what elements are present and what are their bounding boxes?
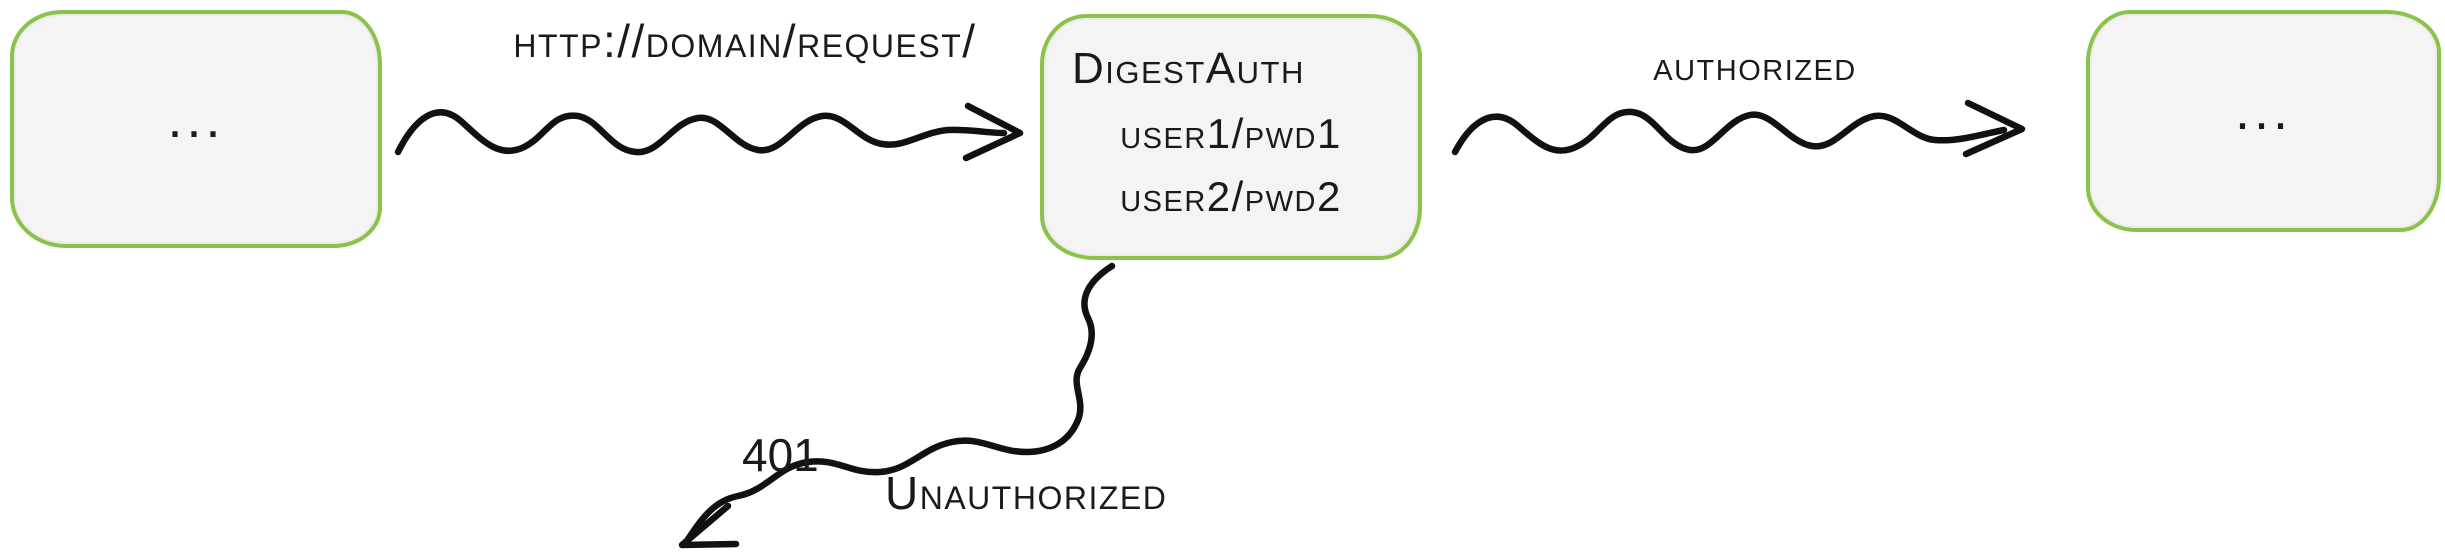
unauthorized-label: Unauthorized — [885, 467, 1168, 519]
auth-node-credential: user1/pwd1 — [1120, 110, 1342, 157]
right-node: ... — [2086, 10, 2441, 232]
arrowhead-icon — [962, 102, 1024, 162]
arrowhead-icon — [1962, 99, 2026, 158]
auth-node-title: DigestAuth — [1072, 44, 1305, 93]
arrowhead-icon — [678, 502, 740, 549]
left-node-label: ... — [167, 89, 225, 149]
left-node: ... — [10, 10, 382, 248]
right-node-label: ... — [2234, 81, 2292, 141]
authorized-label: authorized — [1653, 42, 1857, 89]
authorized-arrow — [1451, 99, 2026, 158]
request-label: http://domain/request/ — [513, 15, 977, 67]
auth-node-credential: user2/pwd2 — [1120, 173, 1342, 220]
request-arrow — [394, 102, 1024, 162]
status-code-label: 401 — [742, 429, 819, 481]
digest-auth-node: DigestAuth user1/pwd1 user2/pwd2 — [1040, 14, 1422, 260]
